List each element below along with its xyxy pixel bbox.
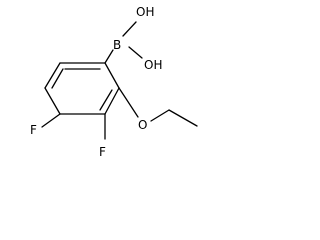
bond-boron-to-oh-top [122,21,137,37]
fluorine-substituents: F F [30,113,106,159]
bond-oxygen-to-ch2 [150,109,170,122]
fluorine-left-label: F [30,123,37,137]
ether-oxygen-label: O [138,118,147,132]
boron-atom-label: B [113,38,121,52]
ethoxy-group: O [118,87,198,132]
fluorine-bottom-label: F [99,145,106,159]
bond-ring-to-boron [104,49,114,64]
bond-ch2-to-ch3 [168,109,198,127]
hydroxyl-top-label: OH [136,5,154,19]
molecule-structure-diagram: B OH OH O F F [30,5,198,159]
ring-bond-bottom-right [104,87,120,115]
ring-bond-top-left [44,62,61,89]
bond-ring-to-fluorine-left [41,113,61,128]
ring-bond-bottom-right-inner [99,89,113,111]
hydroxyl-right-label: OH [144,58,162,72]
bond-boron-to-oh-right [128,46,143,59]
boronic-acid-group: B OH OH [104,5,162,72]
benzene-ring [44,62,120,115]
ring-bond-top-right [104,62,120,89]
ring-bond-bottom-left [44,87,61,115]
bond-ring-to-oxygen [118,87,139,118]
ring-bond-top-left-inner [51,68,64,89]
